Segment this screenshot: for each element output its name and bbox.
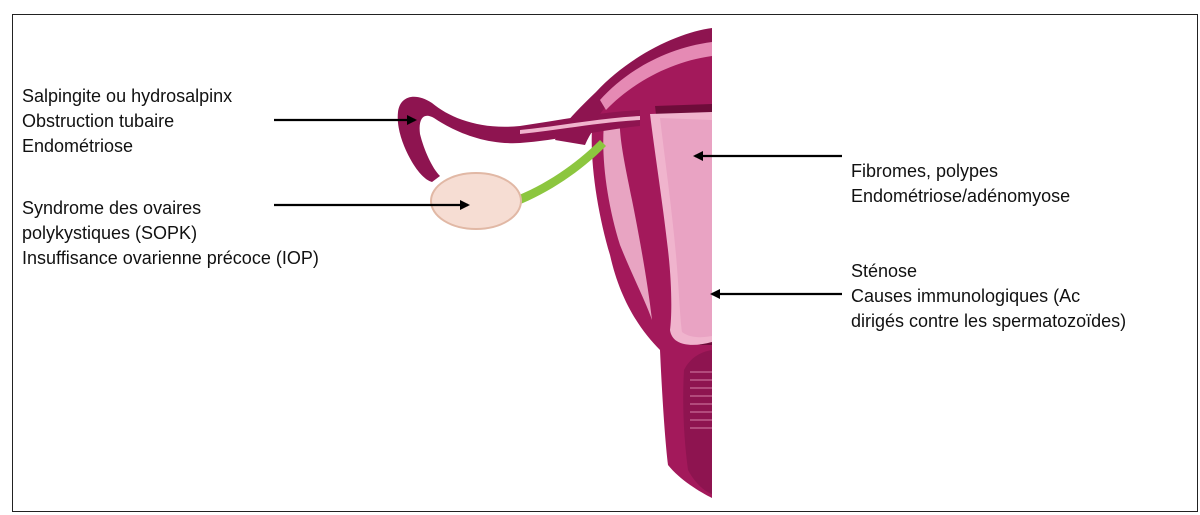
label-line: Sténose	[851, 259, 1126, 284]
label-ovary-conditions: Syndrome des ovaires polykystiques (SOPK…	[22, 196, 319, 271]
ovarian-ligament	[512, 140, 606, 206]
label-cervix-conditions: Sténose Causes immunologiques (Ac dirigé…	[851, 259, 1126, 334]
label-tube-conditions: Salpingite ou hydrosalpinx Obstruction t…	[22, 84, 232, 159]
label-line: Fibromes, polypes	[851, 159, 1070, 184]
label-uterus-conditions: Fibromes, polypes Endométriose/adénomyos…	[851, 159, 1070, 209]
label-line: polykystiques (SOPK)	[22, 221, 319, 246]
label-line: Endométriose/adénomyose	[851, 184, 1070, 209]
label-line: dirigés contre les spermatozoïdes)	[851, 309, 1126, 334]
label-line: Salpingite ou hydrosalpinx	[22, 84, 232, 109]
label-line: Insuffisance ovarienne précoce (IOP)	[22, 246, 319, 271]
label-line: Endométriose	[22, 134, 232, 159]
label-line: Obstruction tubaire	[22, 109, 232, 134]
label-line: Causes immunologiques (Ac	[851, 284, 1126, 309]
label-line: Syndrome des ovaires	[22, 196, 319, 221]
ovary	[431, 173, 521, 229]
